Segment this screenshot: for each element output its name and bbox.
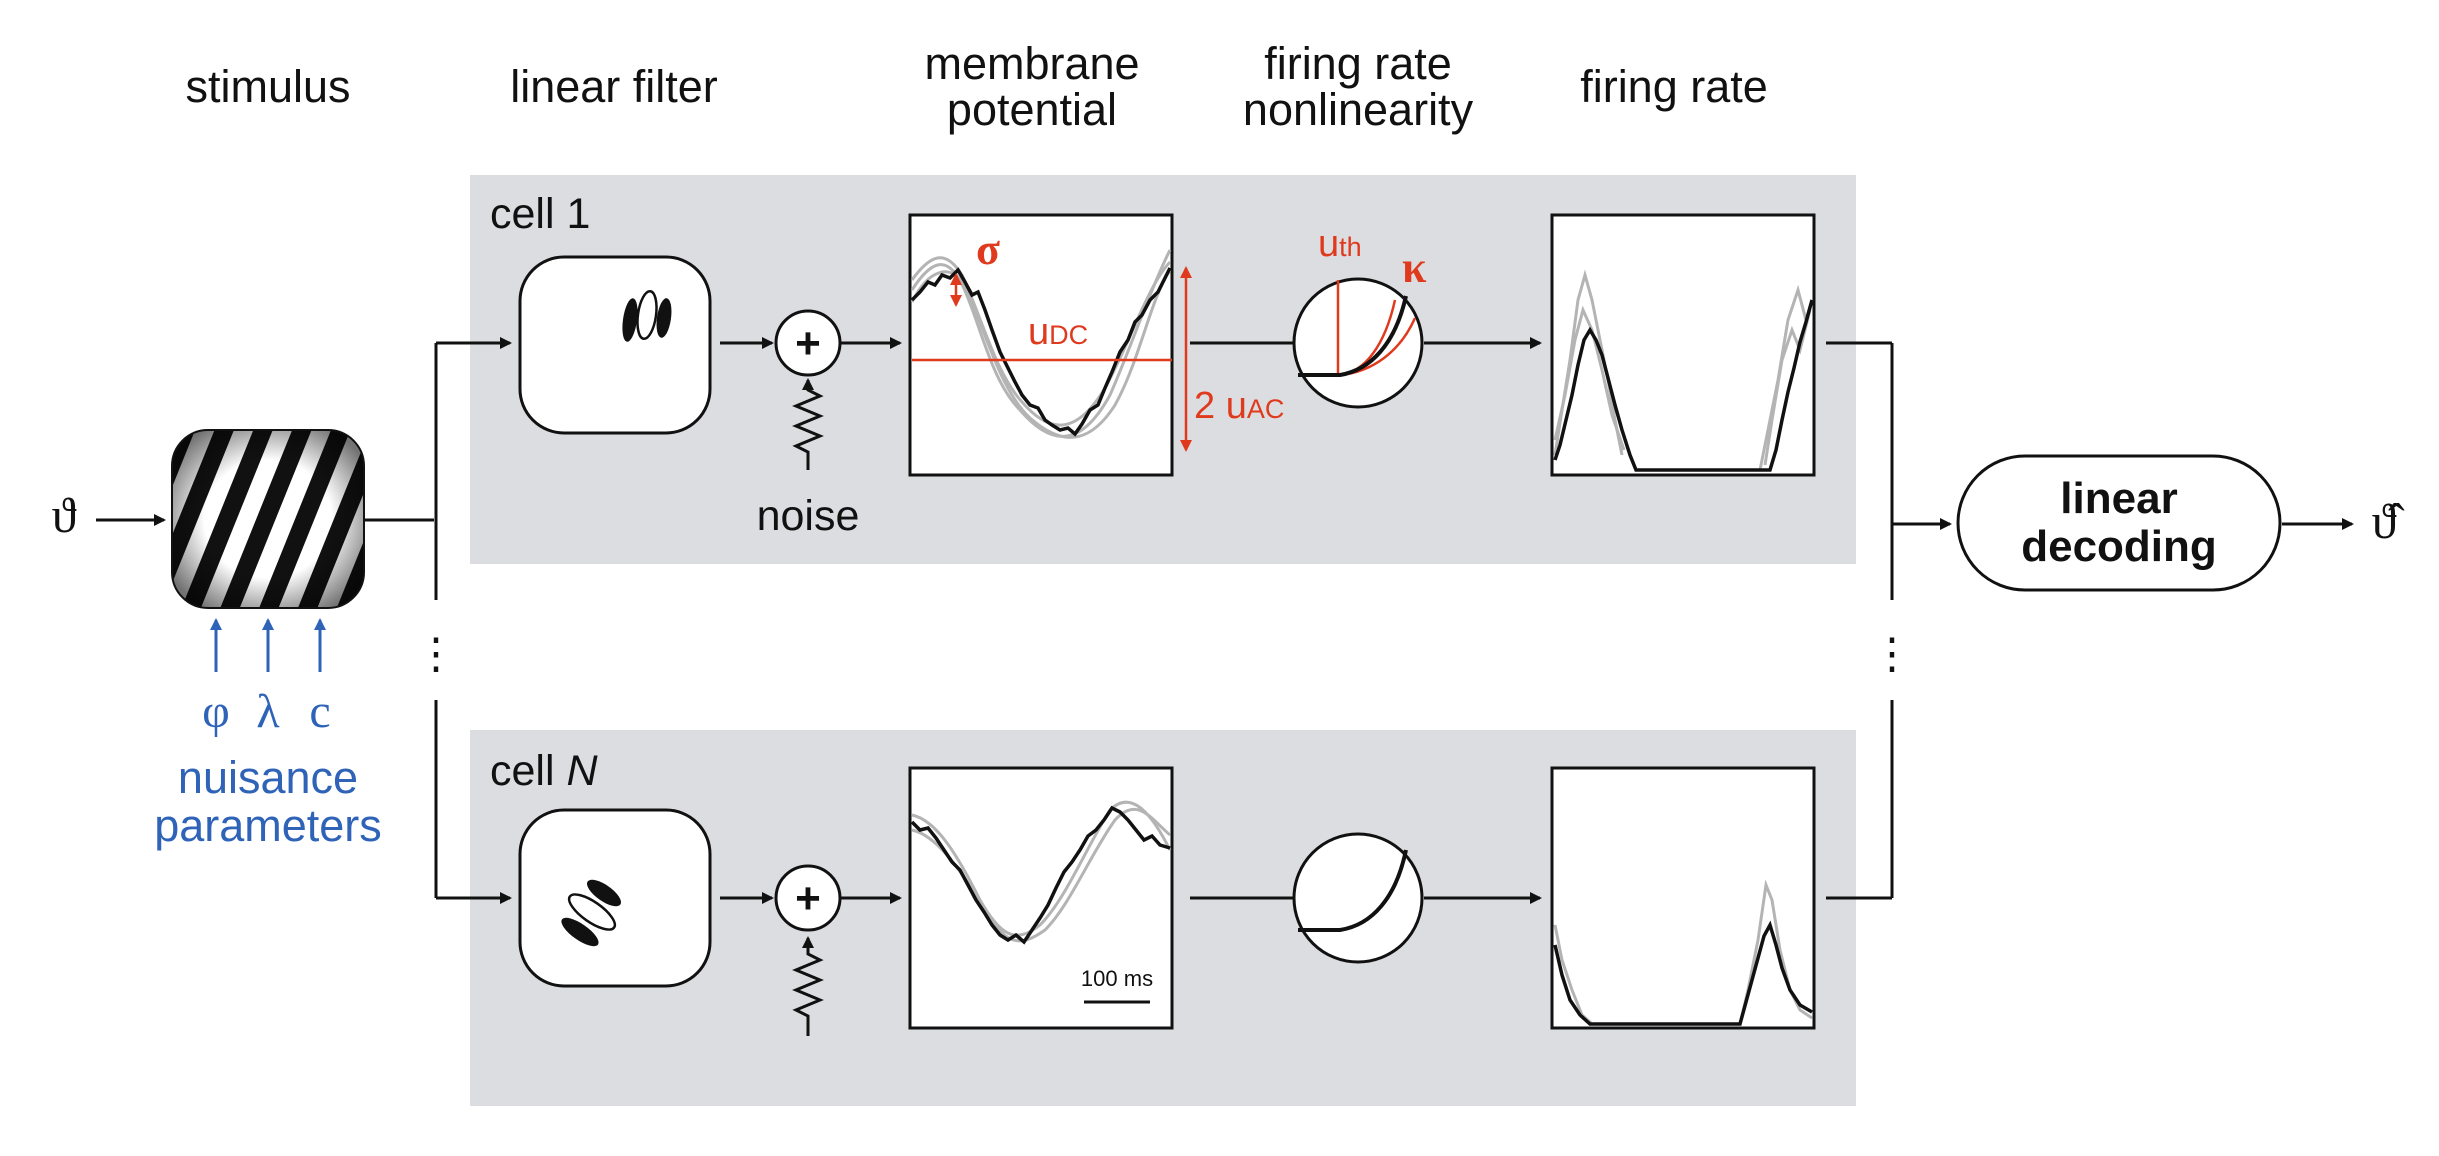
- stimulus-grating: [171, 429, 365, 609]
- decoding-label-1: linear: [2060, 474, 2177, 523]
- svg-text:+: +: [795, 874, 821, 923]
- cell-1-sum-node: +: [774, 309, 842, 377]
- cell-n-label: cell N: [490, 747, 598, 795]
- cell-n-noise-resistor: [792, 936, 824, 1036]
- cell-1-nonlinearity: [1292, 277, 1424, 409]
- input-symbol: ϑ: [52, 487, 77, 543]
- input-branch: [364, 337, 512, 904]
- u-dc-label: uDC: [1028, 311, 1088, 353]
- cell-n-nonlinearity: [1292, 832, 1424, 964]
- output-symbol: ϑ̂: [2372, 493, 2405, 549]
- cell-1-noise-resistor: [792, 378, 824, 470]
- u-ac-label: 2 uAC: [1194, 385, 1284, 427]
- c-label: c: [309, 685, 330, 738]
- phi-label: φ: [202, 685, 230, 738]
- scale-bar-label: 100 ms: [1081, 966, 1153, 991]
- header-nonlin-2: nonlinearity: [1243, 84, 1474, 135]
- cell-1-filter-box: [518, 255, 712, 435]
- header-membrane-2: potential: [947, 84, 1117, 135]
- noise-label: noise: [757, 492, 860, 540]
- cell-n-membrane-plot: [908, 766, 1174, 1030]
- header-linear-filter: linear filter: [510, 61, 718, 112]
- input-ellipsis: ⋮: [415, 630, 458, 678]
- cell-1-membrane-plot: [908, 213, 1174, 477]
- kappa-label: κ: [1402, 243, 1427, 292]
- cell-n-italic: N: [566, 747, 598, 795]
- header-firing-rate: firing rate: [1580, 61, 1768, 112]
- cell-1-rate-plot: [1550, 213, 1816, 477]
- header-stimulus: stimulus: [185, 61, 350, 112]
- lambda-label: λ: [256, 685, 280, 738]
- cell-n-sum-node: +: [774, 864, 842, 932]
- cell-n-prefix: cell: [490, 747, 566, 795]
- nuisance-label-1: nuisance: [178, 752, 358, 803]
- header-nonlin-1: firing rate: [1264, 38, 1452, 89]
- svg-text:+: +: [795, 319, 821, 368]
- decoding-label-2: decoding: [2021, 522, 2217, 571]
- cell-n-rate-plot: [1550, 766, 1816, 1030]
- header-membrane-1: membrane: [924, 38, 1139, 89]
- output-ellipsis: ⋮: [1871, 630, 1914, 678]
- cell-1-label: cell 1: [490, 190, 590, 238]
- nuisance-label-2: parameters: [154, 800, 382, 851]
- cell-1-filter-icon: [622, 289, 672, 342]
- sigma-label: σ: [976, 225, 1000, 274]
- decoding-box: [1956, 454, 2282, 592]
- cell-n-filter-icon: [561, 879, 622, 947]
- output-merge: [1826, 341, 1952, 900]
- u-th-label: uth: [1318, 223, 1362, 265]
